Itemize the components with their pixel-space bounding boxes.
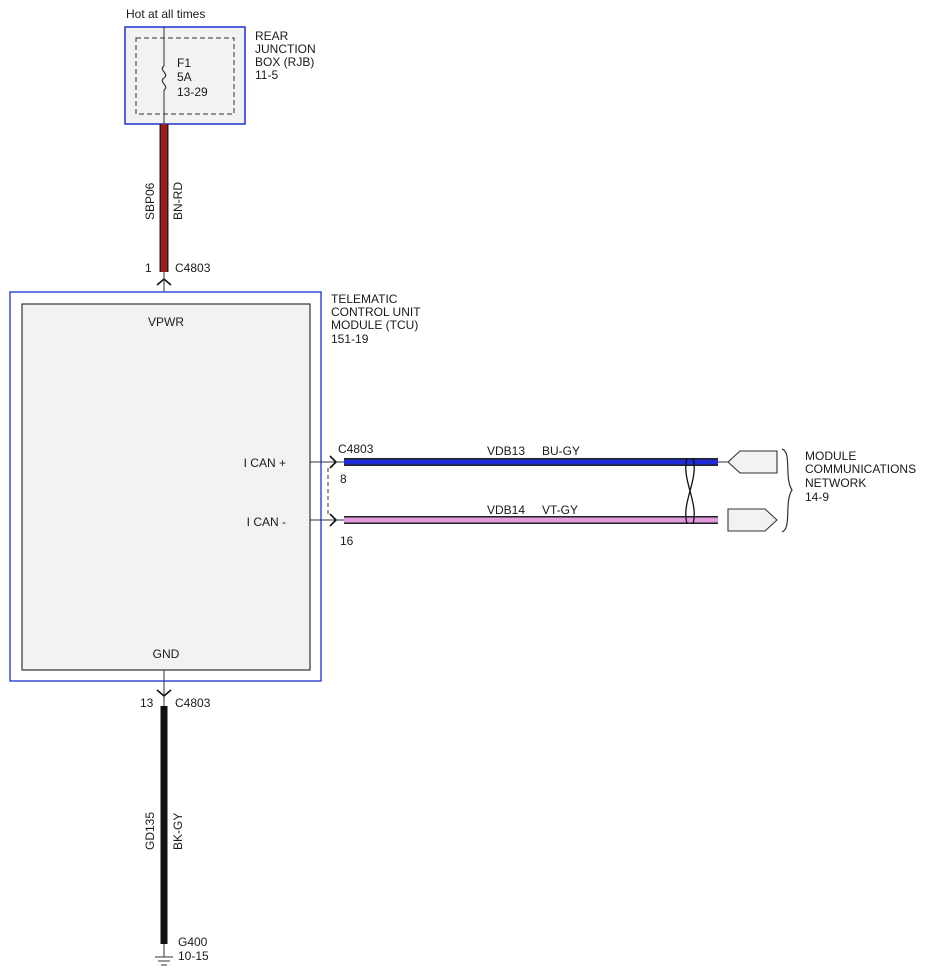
rjb-title-line2: JUNCTION	[255, 42, 316, 56]
power-pin-number: 1	[145, 261, 152, 275]
ground-ref: 10-15	[178, 949, 209, 963]
network-title-line2: COMMUNICATIONS	[805, 462, 916, 476]
wire-gd135-color: BK-GY	[171, 813, 185, 850]
wire-vdb13-circuit: VDB13	[487, 444, 525, 458]
ground-connector-icon	[156, 689, 172, 698]
fuse-id: F1	[177, 56, 191, 70]
tcu-pin-can-hi: I CAN +	[244, 456, 286, 470]
tcu-inner-outline	[21, 303, 311, 671]
network-title-line1: MODULE	[805, 449, 856, 463]
ground-symbol-icon	[155, 944, 173, 966]
tcu-pin-vpwr: VPWR	[148, 315, 184, 329]
hot-at-all-times-label: Hot at all times	[126, 7, 205, 21]
tcu-module[interactable]: VPWR I CAN + I CAN - GND	[9, 291, 322, 682]
wire-sbp06-color: BN-RD	[171, 182, 185, 220]
fuse-icon	[161, 65, 167, 91]
tcu-ref: 151-19	[331, 332, 369, 346]
tcu-title-line2: CONTROL UNIT	[331, 305, 421, 319]
wire-sbp06-circuit: SBP06	[143, 182, 157, 220]
network-title-line3: NETWORK	[805, 476, 866, 490]
can-connector-id: C4803	[338, 442, 374, 456]
tcu-title-line3: MODULE (TCU)	[331, 318, 418, 332]
fuse-rating: 5A	[177, 70, 192, 84]
network-connector-out-icon	[727, 508, 778, 532]
ground-connector-id: C4803	[175, 696, 211, 710]
tcu-pin-can-lo: I CAN -	[247, 515, 286, 529]
rjb-inner-dashed	[135, 37, 235, 115]
tcu-pin-gnd: GND	[153, 647, 180, 661]
rjb-title-line1: REAR	[255, 29, 289, 43]
fuse-ref: 13-29	[177, 85, 208, 99]
wire-gd135-circuit: GD135	[143, 812, 157, 850]
ground-id: G400	[178, 935, 208, 949]
wire-vdb14-color: VT-GY	[542, 503, 578, 517]
twisted-pair-icon	[685, 457, 695, 525]
can-lo-pin-number: 16	[340, 534, 354, 548]
rjb-title-line3: BOX (RJB)	[255, 55, 314, 69]
network-brace-icon	[781, 448, 793, 533]
rjb-ref: 11-5	[255, 68, 278, 82]
rjb-outline	[124, 26, 246, 125]
can-hi-pin-number: 8	[340, 472, 347, 486]
can-lo-connector-icon	[329, 513, 338, 527]
network-connector-in-icon	[727, 450, 778, 474]
ground-pin-number: 13	[140, 696, 154, 710]
rear-junction-box[interactable]: F1 5A 13-29	[124, 26, 246, 125]
network-ref: 14-9	[805, 490, 829, 504]
tcu-title-line1: TELEMATIC	[331, 292, 398, 306]
can-hi-connector-icon	[329, 455, 338, 469]
power-connector-id: C4803	[175, 261, 211, 275]
wire-vdb14-circuit: VDB14	[487, 503, 525, 517]
wire-vdb13-color: BU-GY	[542, 444, 580, 458]
